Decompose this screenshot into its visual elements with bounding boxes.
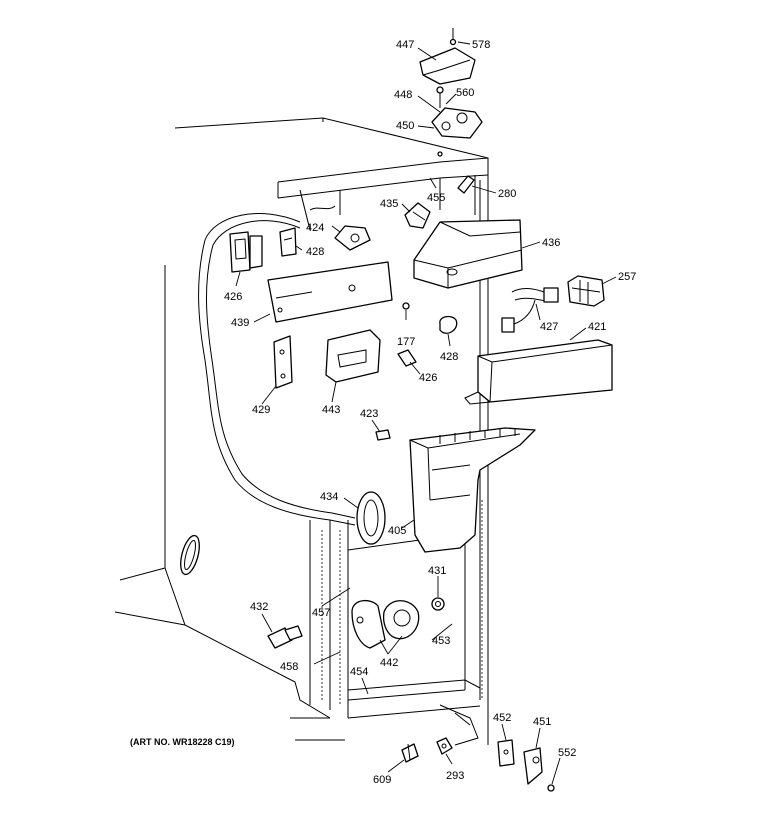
part-clip-423 (375, 429, 391, 441)
callout-428-top: 428 (306, 246, 324, 258)
callout-431: 431 (428, 565, 446, 577)
callout-424: 424 (306, 222, 324, 234)
callout-421: 421 (588, 321, 606, 333)
part-harness-427 (501, 287, 559, 333)
part-screw-280 (457, 175, 475, 194)
callout-428-mid: 428 (440, 351, 458, 363)
art-number-note: (ART NO. WR18228 C19) (130, 737, 235, 747)
callout-578: 578 (472, 39, 490, 51)
callout-442: 442 (380, 657, 398, 669)
callout-609: 609 (373, 774, 391, 786)
callout-447: 447 (396, 39, 414, 51)
callout-457: 457 (312, 607, 330, 619)
part-fan-442 (351, 600, 420, 649)
callout-436: 436 (542, 237, 560, 249)
part-bracket-424 (279, 227, 297, 257)
callout-427: 427 (540, 321, 558, 333)
callout-423: 423 (360, 408, 378, 420)
part-housing-443 (325, 329, 381, 383)
callout-552: 552 (558, 747, 576, 759)
part-connector-609 (401, 743, 419, 763)
part-air-duct-405 (409, 427, 536, 553)
callout-450: 450 (396, 120, 414, 132)
part-cover-421 (464, 339, 613, 405)
part-duct-436 (413, 219, 523, 289)
part-socket-432 (267, 625, 303, 649)
callout-435: 435 (380, 198, 398, 210)
part-clip-435 (404, 202, 431, 229)
part-switch-426 (229, 231, 263, 273)
callout-429: 429 (252, 404, 270, 416)
part-relay-257 (567, 275, 605, 307)
callout-432: 432 (250, 601, 268, 613)
callout-448: 448 (394, 89, 412, 101)
callout-177: 177 (397, 336, 415, 348)
callout-439: 439 (231, 317, 249, 329)
part-light-socket-428 (334, 225, 371, 251)
cabinet-outline (114, 117, 489, 746)
part-cover-447 (419, 28, 476, 85)
callout-labels: 447 578 448 560 450 455 280 435 424 428 … (224, 39, 636, 786)
callout-257: 257 (618, 271, 636, 283)
callout-451: 451 (533, 716, 551, 728)
callout-280: 280 (498, 188, 516, 200)
callout-405: 405 (388, 525, 406, 537)
part-bracket-452 (497, 739, 515, 767)
callout-560: 560 (456, 87, 474, 99)
callout-434: 434 (320, 491, 338, 503)
callout-454: 454 (350, 666, 368, 678)
callout-443: 443 (322, 404, 340, 416)
part-grommet-434 (356, 491, 386, 545)
callout-293: 293 (446, 770, 464, 782)
part-clip-426 (397, 349, 417, 367)
part-screw-552 (547, 784, 555, 792)
part-grommet-431 (431, 597, 445, 611)
part-clip-293 (436, 737, 453, 755)
part-knob-428 (439, 315, 458, 334)
part-thermostat-housing-450 (431, 86, 483, 157)
leader-lines (235, 41, 617, 785)
part-screw-177 (402, 302, 410, 310)
part-bracket-451 (523, 747, 543, 785)
part-bracket-429 (273, 335, 293, 389)
callout-455: 455 (427, 192, 445, 204)
callout-426-mid: 426 (419, 372, 437, 384)
part-control-panel-439 (267, 261, 393, 323)
callout-452: 452 (493, 712, 511, 724)
callout-453: 453 (432, 635, 450, 647)
callout-458: 458 (280, 661, 298, 673)
callout-426-top: 426 (224, 291, 242, 303)
